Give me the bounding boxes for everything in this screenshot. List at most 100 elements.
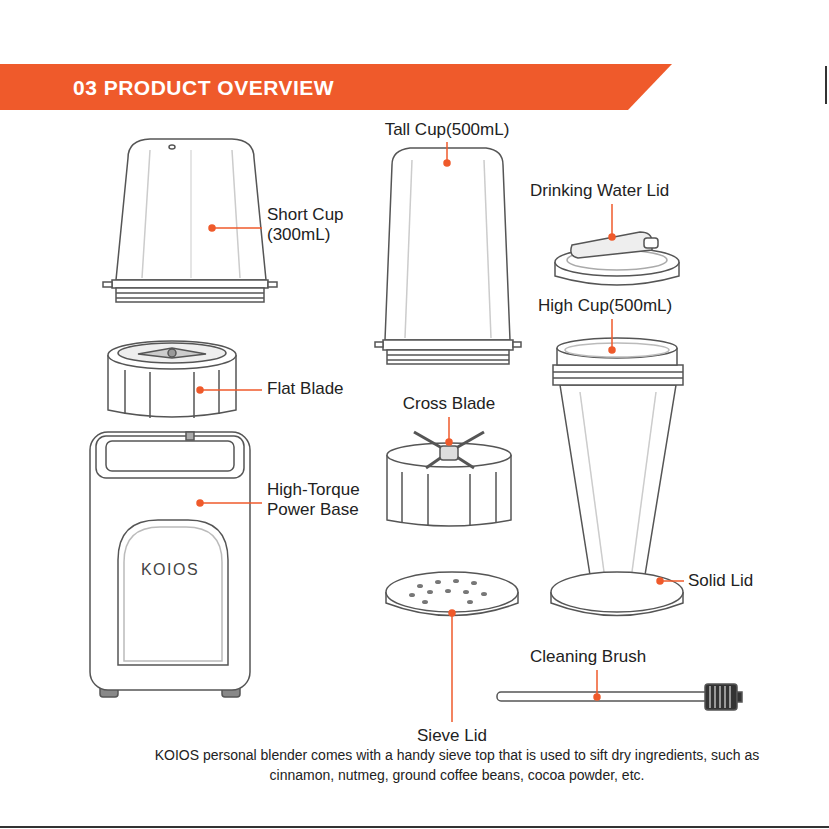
title-band-part	[825, 66, 827, 104]
part-name: High Cup(500mL)	[538, 296, 708, 316]
sieve-lid-part-part	[422, 600, 428, 604]
sieve-lid-part-part	[409, 593, 415, 597]
cross-blade-part	[440, 446, 458, 460]
sieve-lid-part-part	[481, 592, 487, 596]
part-name: Cleaning Brush	[530, 647, 680, 667]
power-base-part	[106, 441, 234, 471]
leader-lines-part	[197, 387, 203, 393]
part-name: Flat Blade	[267, 379, 387, 399]
flat-blade-part	[118, 343, 226, 363]
sieve-lid-part-part	[453, 579, 459, 583]
leader-lines-part	[209, 225, 215, 231]
cross-blade-part	[469, 474, 471, 526]
short-cup-part	[116, 297, 264, 299]
leader-lines-part	[200, 502, 262, 504]
high-cup-part	[557, 338, 677, 358]
power-base	[90, 432, 250, 697]
leader-lines-part	[609, 234, 615, 240]
leader-lines-part	[212, 227, 262, 229]
leader-lines-part	[444, 160, 450, 166]
leader-lines-part	[611, 319, 613, 350]
cleaning-brush-part-part	[715, 686, 716, 708]
flat-blade-part	[218, 370, 220, 414]
flat-blade-part	[149, 372, 151, 418]
part-name: Sieve Lid	[397, 726, 507, 746]
short-cup-part	[116, 292, 264, 294]
short-cup-part	[112, 280, 268, 288]
sieve-lid	[386, 572, 518, 616]
flat-blade-part	[124, 370, 126, 414]
leader-lines-part	[657, 578, 663, 584]
short-cup	[103, 139, 277, 302]
sieve-lid-part-part	[445, 589, 451, 593]
section-title: 03 PRODUCT OVERVIEW	[73, 75, 334, 101]
tall-cup-part	[375, 342, 383, 347]
sieve-lid-part-part	[463, 590, 469, 594]
power-base-part	[96, 436, 244, 478]
drinking-water-lid-part	[644, 238, 658, 248]
leader-lines-part	[611, 204, 613, 237]
cross-blade	[387, 432, 511, 526]
high-cup-part	[565, 343, 669, 357]
short-cup-part	[232, 150, 240, 278]
high-cup-part	[553, 365, 683, 385]
short-cup-part	[169, 145, 175, 149]
leader-lines-part	[451, 613, 453, 722]
flat-blade-part	[168, 349, 176, 357]
sieve-lid-part-part	[471, 581, 477, 585]
high-cup-part	[560, 385, 676, 579]
short-cup-part	[268, 282, 277, 287]
flat-blade-part	[193, 372, 195, 418]
tall-cup-part	[387, 359, 509, 361]
high-cup-part	[553, 371, 683, 373]
leader-lines-part	[596, 670, 598, 697]
cleaning-brush-part	[737, 692, 742, 702]
power-base-part	[124, 527, 222, 661]
power-base-part	[118, 520, 228, 665]
part-name: Short Cup (300mL)	[267, 205, 367, 245]
short-cup-part	[103, 282, 112, 287]
power-base-part	[90, 432, 250, 690]
flat-blade-part	[108, 341, 236, 369]
cleaning-brush-part-part	[730, 686, 731, 708]
title-band-part	[0, 64, 672, 110]
cleaning-brush-part	[705, 684, 737, 710]
short-cup-part	[190, 150, 192, 278]
cross-blade-part	[495, 472, 497, 522]
leader-lines-part	[449, 610, 455, 616]
caption-note: KOIOS personal blender comes with a hand…	[124, 745, 790, 785]
leader-lines-part	[446, 439, 452, 445]
sieve-lid-part	[409, 579, 487, 604]
flat-blade-part	[138, 348, 206, 358]
leader-lines	[197, 142, 684, 722]
tall-cup-part	[513, 342, 521, 347]
part-name: Solid Lid	[688, 571, 778, 591]
part-name: High-Torque Power Base	[267, 480, 389, 520]
tall-cup-part	[385, 148, 510, 340]
cleaning-brush-part	[497, 692, 711, 701]
sieve-lid-part-part	[467, 600, 473, 604]
cleaning-brush	[497, 684, 742, 710]
drinking-water-lid-part	[571, 232, 652, 258]
brand-mark: KOIOS	[122, 560, 218, 580]
high-cup-part	[553, 377, 683, 379]
leader-lines-part	[609, 347, 615, 353]
solid-lid	[551, 572, 683, 616]
sieve-lid-part-part	[427, 590, 433, 594]
short-cup-part	[116, 139, 266, 280]
tall-cup-part	[387, 354, 509, 356]
tall-cup-part	[387, 350, 509, 364]
flat-blade	[108, 341, 236, 418]
cross-blade-part	[401, 472, 403, 522]
tall-cup-part	[405, 160, 412, 338]
leader-lines-part	[594, 694, 600, 700]
cleaning-brush-part-part	[710, 686, 711, 708]
high-cup-part	[580, 392, 604, 572]
tall-cup-part	[383, 340, 513, 350]
part-name: Cross Blade	[384, 394, 514, 414]
tall-cup	[375, 148, 521, 364]
cleaning-brush-part	[710, 686, 730, 708]
title-band	[0, 64, 829, 827]
tall-cup-part	[484, 160, 491, 338]
part-name: Tall Cup(500mL)	[367, 120, 527, 140]
